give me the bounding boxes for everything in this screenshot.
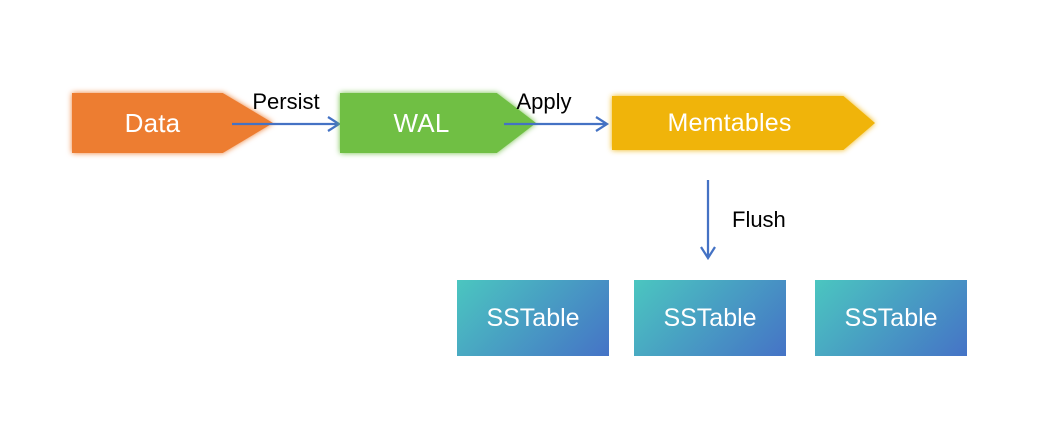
- memtables-node: Memtables: [612, 96, 875, 150]
- sstable-node-label: SSTable: [663, 303, 757, 332]
- apply-arrow-line: [504, 116, 610, 132]
- persist-arrow-line: [232, 116, 342, 132]
- persist-label: Persist: [252, 89, 320, 114]
- sstable-node: SSTable: [457, 280, 609, 356]
- flush-label: Flush: [732, 207, 786, 232]
- persist-arrow: [232, 116, 342, 132]
- sstable-node: SSTable: [634, 280, 786, 356]
- apply-arrow: [504, 116, 610, 132]
- apply-label: Apply: [516, 89, 572, 114]
- flush-arrow: [700, 180, 716, 261]
- sstable-node-label: SSTable: [844, 303, 938, 332]
- sstable-node-label: SSTable: [486, 303, 580, 332]
- memtables-node-shape: Memtables: [612, 96, 875, 150]
- wal-node-label: WAL: [393, 107, 450, 138]
- wal-node: WAL: [340, 93, 536, 153]
- data-node-label: Data: [124, 107, 181, 138]
- flush-arrow-line: [700, 180, 716, 261]
- data-node: Data: [72, 93, 273, 153]
- memtables-node-label: Memtables: [667, 108, 792, 137]
- sstable-node: SSTable: [815, 280, 967, 356]
- wal-node-shape: WAL: [340, 93, 536, 153]
